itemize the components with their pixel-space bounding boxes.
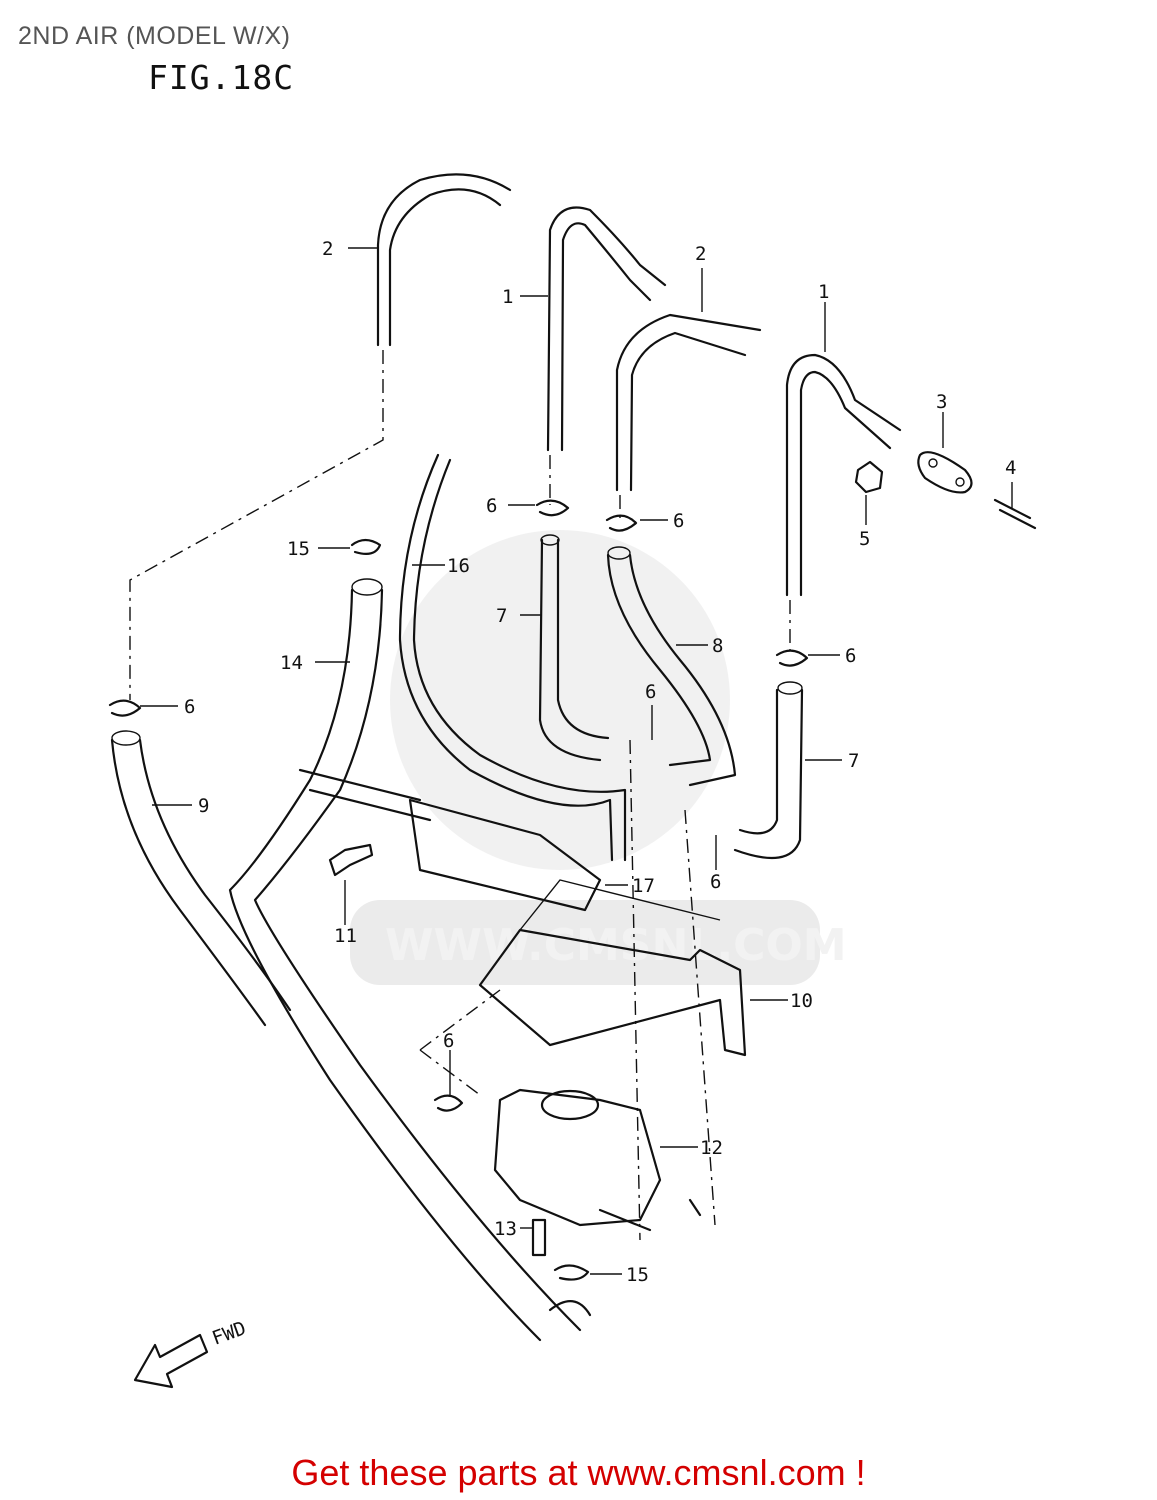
bolt-11 [328, 843, 374, 877]
callout-14: 14 [280, 652, 303, 674]
callout-4: 4 [1005, 457, 1016, 479]
hose-16 [398, 453, 614, 862]
callout-16: 16 [447, 555, 470, 577]
fwd-label: FWD [209, 1317, 249, 1349]
callout-6b: 6 [673, 510, 684, 532]
page-title: 2ND AIR (MODEL W/X) [18, 22, 291, 50]
nut-5 [854, 460, 884, 494]
hose-8 [606, 553, 712, 767]
bolt-13 [531, 1218, 547, 1257]
callout-12: 12 [700, 1137, 723, 1159]
callout-11: 11 [334, 925, 357, 947]
callout-7b: 7 [848, 750, 859, 772]
gasket-3 [917, 451, 973, 494]
stud-4 [993, 498, 1037, 530]
callout-2a: 2 [322, 238, 333, 260]
figure-label: FIG.18C [148, 58, 295, 97]
callout-6d: 6 [184, 696, 195, 718]
hose-2-right [615, 313, 762, 492]
clamp-15-top [350, 538, 382, 555]
callout-2b: 2 [695, 243, 706, 265]
callout-6e: 6 [645, 681, 656, 703]
hose-1-right [785, 353, 902, 597]
reed-housing [408, 798, 602, 912]
callout-6c: 6 [845, 645, 856, 667]
hose-2-left [376, 173, 512, 347]
callout-3: 3 [936, 391, 947, 413]
hose-9 [110, 738, 267, 1027]
callout-13: 13 [494, 1218, 517, 1240]
callout-6g: 6 [443, 1030, 454, 1052]
callout-1b: 1 [818, 281, 829, 303]
callout-6f: 6 [710, 871, 721, 893]
hose-7-right [738, 688, 779, 835]
callout-6a: 6 [486, 495, 497, 517]
callout-10: 10 [790, 990, 813, 1012]
watermark-text: WWW.CMSNL.COM [385, 920, 847, 971]
callout-1a: 1 [502, 286, 513, 308]
callout-17: 17 [632, 875, 655, 897]
fwd-arrow-icon [133, 1333, 209, 1389]
hose-7-center [538, 538, 602, 762]
callout-15a: 15 [287, 538, 310, 560]
hose-14 [228, 588, 542, 1342]
callout-7a: 7 [496, 605, 507, 627]
callout-9: 9 [198, 795, 209, 817]
hose-1-center [546, 206, 667, 452]
valve-12 [493, 1088, 662, 1227]
footer-cta-link[interactable]: Get these parts at www.cmsnl.com ! [291, 1452, 866, 1493]
callout-5: 5 [859, 528, 870, 550]
clamp-15-bottom [553, 1264, 590, 1281]
watermark: WWW.CMSNL.COM [350, 530, 847, 985]
callout-8: 8 [712, 635, 723, 657]
callout-15b: 15 [626, 1264, 649, 1286]
